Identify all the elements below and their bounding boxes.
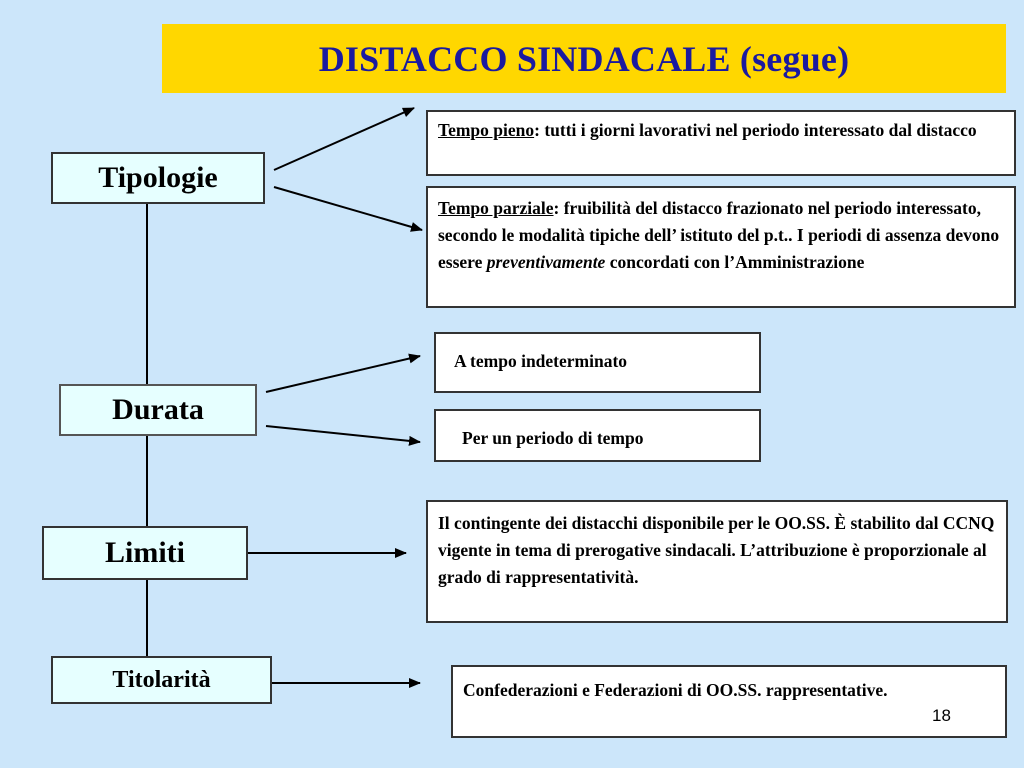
arrow-durata-indeterminato xyxy=(265,353,421,393)
box-titolarita: Confederazioni e Federazioni di OO.SS. r… xyxy=(451,665,1007,738)
tempo-pieno-text: : tutti i giorni lavorativi nel periodo … xyxy=(534,120,977,140)
arrow-tipologie-parziale xyxy=(273,186,423,232)
node-durata: Durata xyxy=(59,384,257,436)
tempo-indeterminato-text: A tempo indeterminato xyxy=(454,351,628,371)
box-tempo-pieno: Tempo pieno: tutti i giorni lavorativi n… xyxy=(426,110,1016,176)
periodo-di-tempo-text: Per un periodo di tempo xyxy=(462,428,644,448)
box-periodo-di-tempo: Per un periodo di tempo xyxy=(434,409,761,462)
node-limiti-label: Limiti xyxy=(105,536,185,569)
page-title: DISTACCO SINDACALE (segue) xyxy=(318,38,850,79)
node-durata-label: Durata xyxy=(112,393,204,426)
node-tipologie-label: Tipologie xyxy=(98,161,218,194)
limiti-text: Il contingente dei distacchi disponibile… xyxy=(438,513,995,587)
tempo-parziale-term: Tempo parziale xyxy=(438,198,554,218)
tempo-pieno-term: Tempo pieno xyxy=(438,120,535,140)
title-bar: DISTACCO SINDACALE (segue) xyxy=(162,24,1006,93)
node-titolarita-label: Titolarità xyxy=(112,666,211,693)
box-limiti: Il contingente dei distacchi disponibile… xyxy=(426,500,1008,623)
titolarita-text: Confederazioni e Federazioni di OO.SS. r… xyxy=(463,680,888,700)
arrow-tipologie-pieno xyxy=(273,107,415,171)
node-tipologie: Tipologie xyxy=(51,152,265,204)
tempo-parziale-emph: preventivamente xyxy=(486,252,606,272)
arrow-durata-periodo xyxy=(265,425,421,446)
tempo-parziale-text2: concordati con l’Amministrazione xyxy=(605,252,865,272)
page-number: 18 xyxy=(932,706,951,725)
node-titolarita: Titolarità xyxy=(51,656,272,704)
node-limiti: Limiti xyxy=(42,526,248,580)
tempo-parziale-text: : fruibilità del distacco frazionato nel… xyxy=(438,198,1000,272)
box-tempo-indeterminato: A tempo indeterminato xyxy=(434,332,761,393)
box-tempo-parziale: Tempo parziale: fruibilità del distacco … xyxy=(426,186,1016,308)
